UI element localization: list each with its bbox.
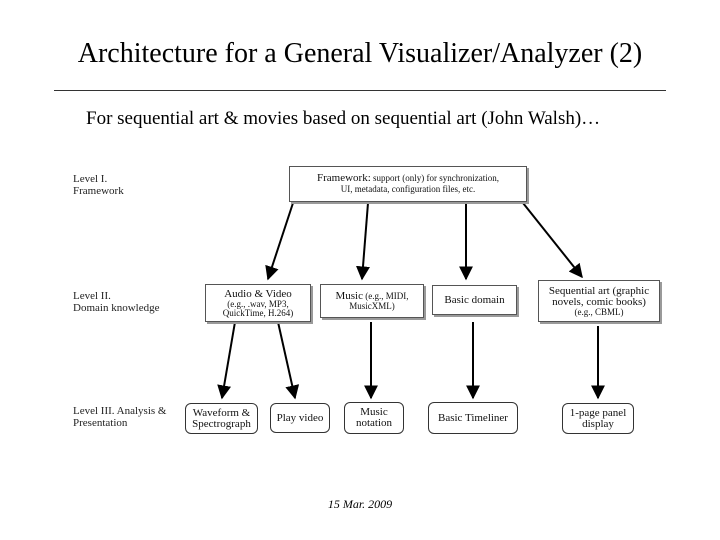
level-2-label-line2: Domain knowledge [73,302,160,314]
music-notation-box: Music notation [344,402,404,434]
sequential-art-box-line1: Sequential art (graphic [548,284,650,297]
level-1-label-line1: Level I. [73,173,108,185]
sequential-art-box-line2: novels, comic books) [552,295,646,308]
arrow-framework-to-music [356,202,370,281]
level-2-label-line1: Level II. [73,290,111,302]
music-box: Music (e.g., MIDI, MusicXML) [320,284,424,318]
title-divider [54,90,666,91]
slide-subtitle: For sequential art & movies based on seq… [86,108,601,129]
basic-domain-box: Basic domain [432,285,517,315]
waveform-box-line2: Spectrograph [192,417,251,430]
sequential-art-box-line3: (e.g., CBML) [574,306,624,317]
arrow-framework-to-sequential-art [522,202,583,279]
level-2-label: Level II. Domain knowledge [73,290,159,314]
sequential-art-box: Sequential art (graphic novels, comic bo… [538,280,660,322]
music-notation-box-line1: Music [360,406,388,418]
music-box-line1-rest: (e.g., MIDI, [363,291,409,301]
level-1-label: Level I. Framework [73,173,124,197]
arrow-audio-video-to-play-video [277,321,300,400]
music-box-line2: MusicXML) [349,301,395,311]
play-video-box-title: Play video [276,411,324,424]
audio-video-box: Audio & Video (e.g., .wav, MP3, QuickTim… [205,284,311,322]
music-box-title: Music [335,290,364,302]
level-1-label-line2: Framework [73,185,124,197]
audio-video-box-title: Audio & Video [224,287,292,300]
audio-video-box-line3: QuickTime, H.264) [222,307,294,318]
audio-video-box-line2: (e.g., .wav, MP3, [227,298,289,309]
framework-box-line1: Framework: support (only) for synchroniz… [317,173,499,184]
framework-box: Framework: support (only) for synchroniz… [289,166,527,202]
music-notation-box-line2: notation [355,417,393,429]
level-3-label-line2: Presentation [73,417,128,429]
panel-display-box: 1-page panel display [562,403,634,434]
waveform-box-line1: Waveform & [192,406,251,419]
arrow-audio-video-to-waveform [217,321,236,400]
play-video-box: Play video [270,403,330,433]
arrow-framework-to-audio-video [265,202,294,281]
framework-box-line2: UI, metadata, configuration files, etc. [340,184,476,194]
level-3-label-line1: Level III. Analysis & [73,405,167,417]
waveform-box: Waveform & Spectrograph [185,403,258,434]
basic-timeliner-box: Basic Timeliner [428,402,518,434]
slide-title: Architecture for a General Visualizer/An… [77,38,643,69]
basic-timeliner-box-title: Basic Timeliner [438,411,508,424]
framework-box-line1-rest: support (only) for synchronization, [370,173,499,183]
panel-display-box-line1: 1-page panel [569,406,627,419]
panel-display-box-line2: display [582,417,614,430]
basic-domain-box-title: Basic domain [444,293,505,306]
music-box-line1: Music (e.g., MIDI, [336,291,409,302]
footer-date: 15 Mar. 2009 [327,497,393,511]
level-3-label: Level III. Analysis & Presentation [73,405,166,429]
framework-box-heading: Framework: [317,172,371,184]
